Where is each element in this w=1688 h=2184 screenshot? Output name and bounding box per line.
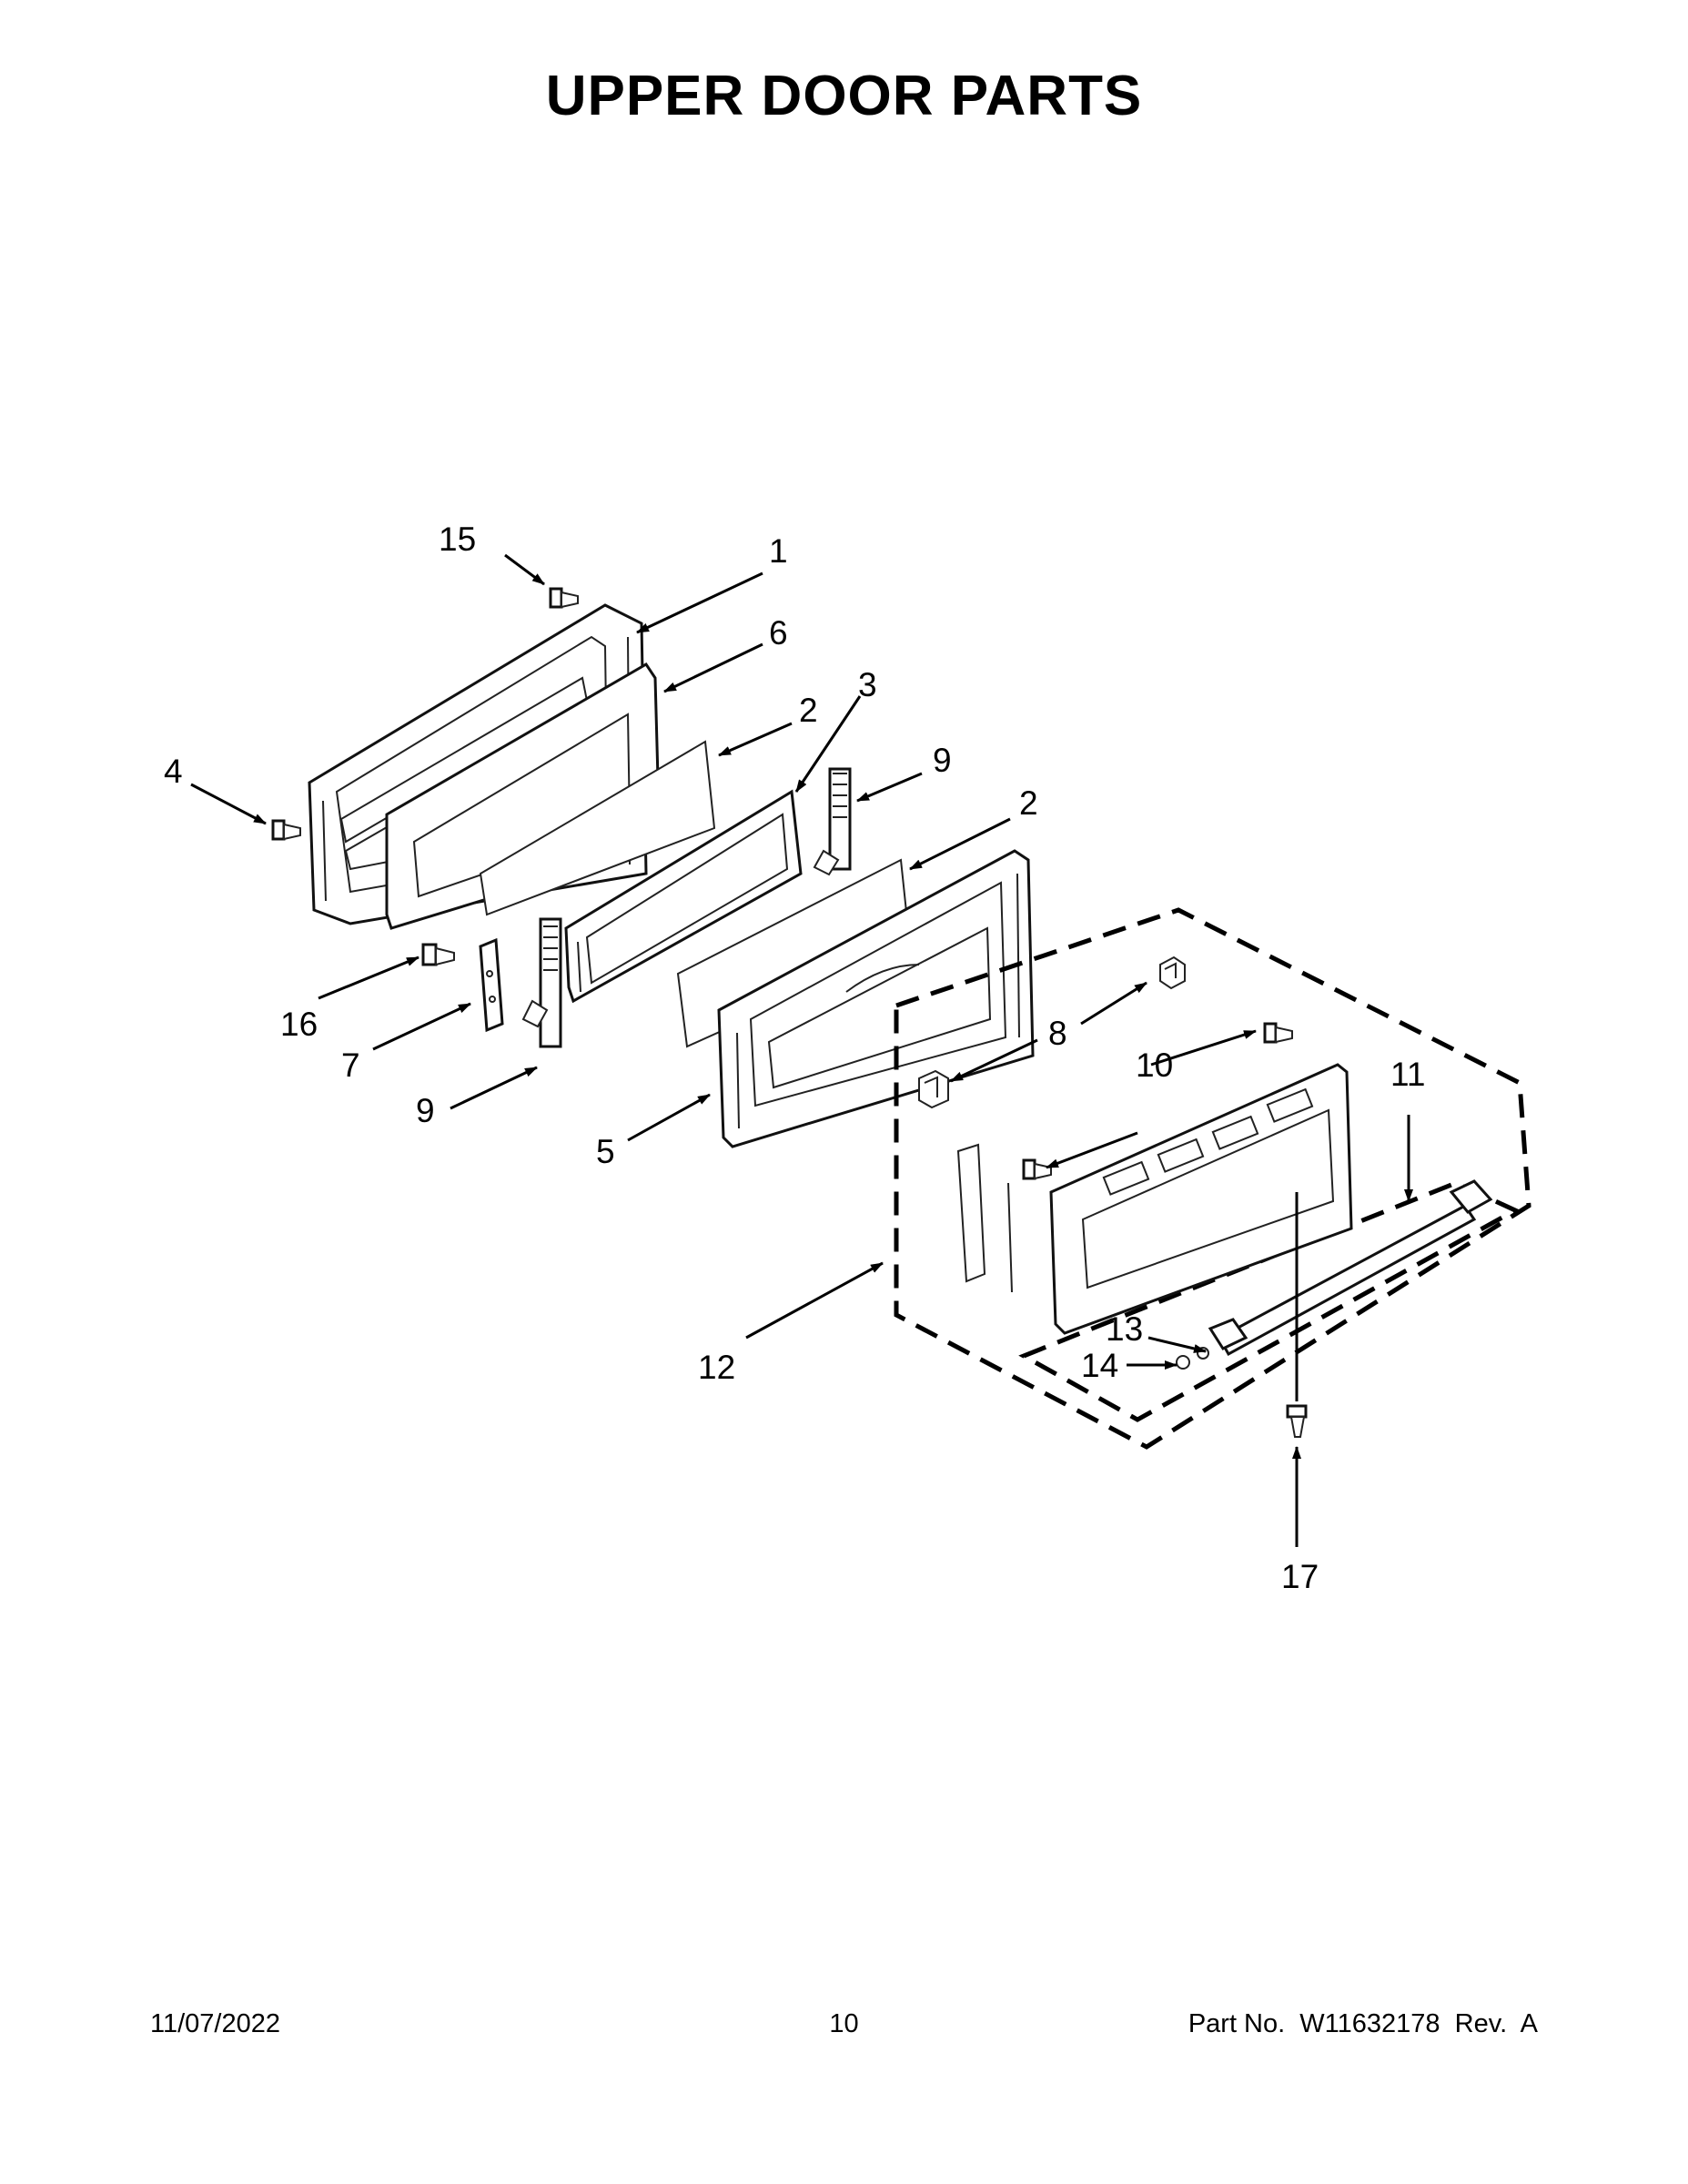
callout-16: 16	[280, 1006, 318, 1043]
part-3-glass-pack-frame	[564, 789, 803, 1004]
callout-1: 1	[769, 532, 788, 570]
callout-13: 13	[1106, 1310, 1143, 1348]
part-8-clip-lower	[918, 1069, 949, 1109]
callout-11: 11	[1390, 1056, 1425, 1093]
part-17-screw	[1286, 1404, 1308, 1438]
side-trim-strip	[956, 1143, 1013, 1293]
callout-15: 15	[439, 521, 476, 558]
outer-door-panel	[1049, 1063, 1353, 1335]
part-13-handle-mount	[1208, 1318, 1248, 1350]
part-4-screw	[271, 819, 301, 841]
page-title: UPPER DOOR PARTS	[545, 65, 1143, 127]
part-16-screw	[421, 943, 455, 966]
callout-14: 14	[1081, 1347, 1118, 1384]
callout-9: 9	[416, 1092, 435, 1129]
footer-date: 11/07/2022	[150, 2009, 280, 2038]
callout-8: 8	[1048, 1015, 1067, 1052]
callout-9: 9	[933, 742, 952, 779]
callout-6: 6	[769, 614, 788, 652]
callout-12: 12	[698, 1349, 735, 1386]
part-8-clip-upper	[1159, 956, 1186, 990]
callout-7: 7	[341, 1046, 360, 1084]
leader-lines	[190, 553, 1413, 1547]
footer-page-number: 10	[829, 2009, 859, 2038]
part-9-hinge-left	[521, 917, 562, 1048]
callout-10: 10	[1136, 1046, 1173, 1084]
part-9-hinge-right	[813, 767, 852, 876]
part-11-door-handle	[1217, 1179, 1493, 1357]
part-7-hinge-bracket	[479, 937, 504, 1033]
callout-2: 2	[1019, 784, 1038, 822]
callout-5: 5	[596, 1133, 615, 1170]
part-15-screw	[549, 587, 579, 609]
part-2-glass-upper	[479, 740, 716, 916]
part-10-screw-upper	[1263, 1022, 1293, 1044]
callout-2: 2	[799, 692, 818, 729]
callout-17: 17	[1281, 1558, 1319, 1595]
callout-labels: 15 1 6 2 3 4 9 2 16 7 9 5 8 10 11 12 13 …	[164, 521, 1425, 1595]
callout-4: 4	[164, 753, 183, 790]
footer-part-number: Part No. W11632178 Rev. A	[1188, 2009, 1538, 2038]
part-10-screw-lower	[1022, 1158, 1052, 1180]
callout-3: 3	[858, 666, 877, 703]
